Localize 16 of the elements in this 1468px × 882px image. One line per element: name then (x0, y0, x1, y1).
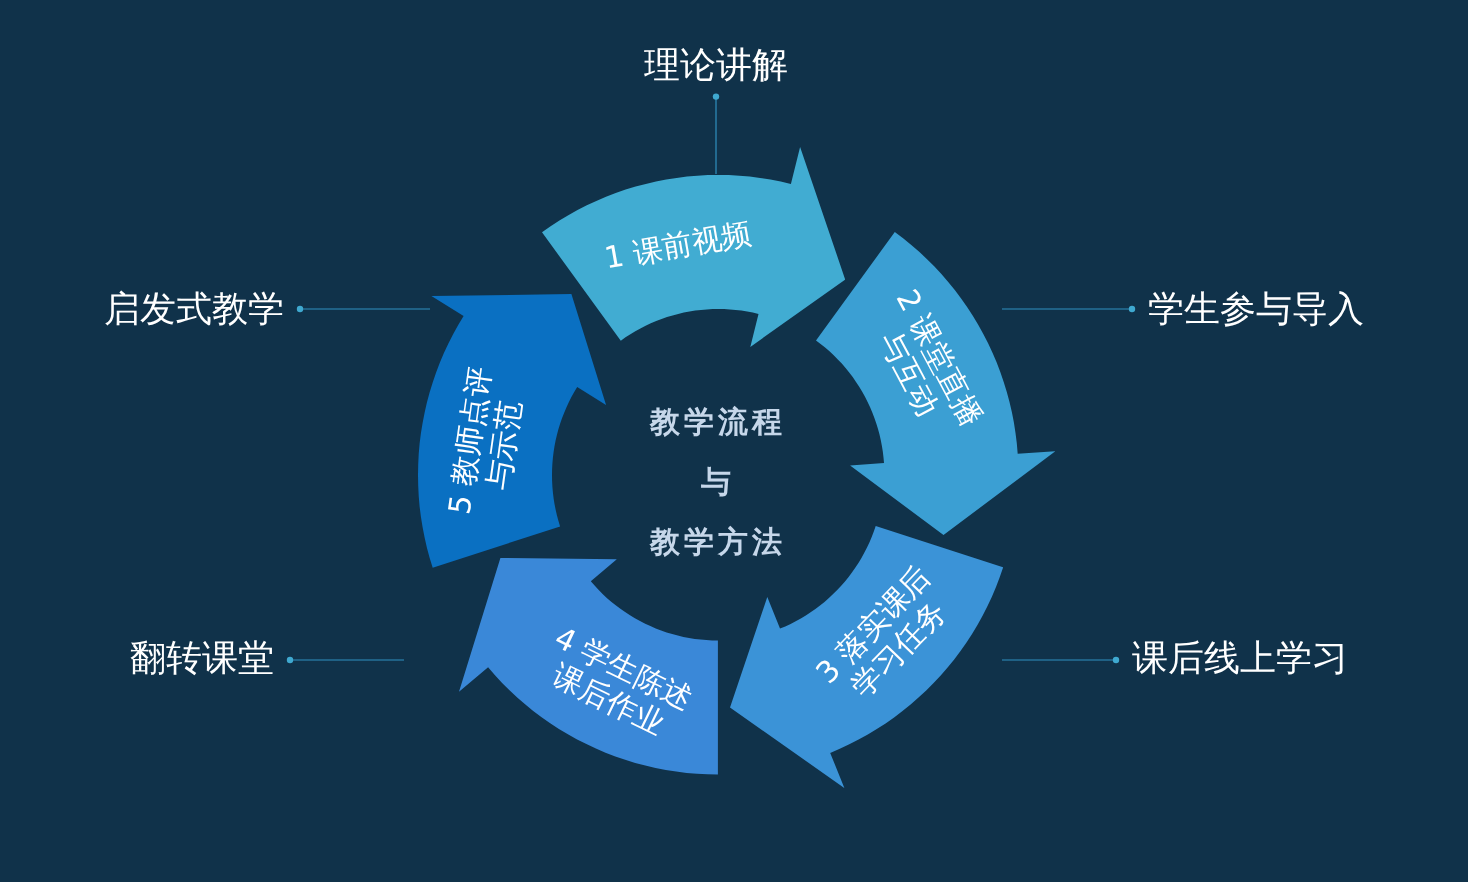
method-label: 理论讲解 (644, 43, 788, 87)
method-label: 学生参与导入 (1148, 287, 1364, 331)
step-label: 2 课堂直播与互动 (871, 282, 991, 433)
step-label: 1 课前视频 (600, 213, 755, 277)
leader-line (712, 93, 720, 175)
method-label: 课后线上学习 (1132, 636, 1348, 680)
method-label: 翻转课堂 (130, 636, 274, 680)
step-label: 5 教师点评与示范 (441, 363, 529, 519)
leader-line (286, 656, 405, 664)
center-title: 教学流程与教学方法 (648, 403, 787, 561)
step-label: 4 学生陈述课后作业 (546, 618, 700, 744)
method-label: 启发式教学 (104, 287, 284, 331)
leader-line (296, 305, 431, 313)
leader-line (1001, 305, 1136, 313)
leader-line (1001, 656, 1120, 664)
step-label: 3 落实课后学习任务 (807, 557, 953, 706)
